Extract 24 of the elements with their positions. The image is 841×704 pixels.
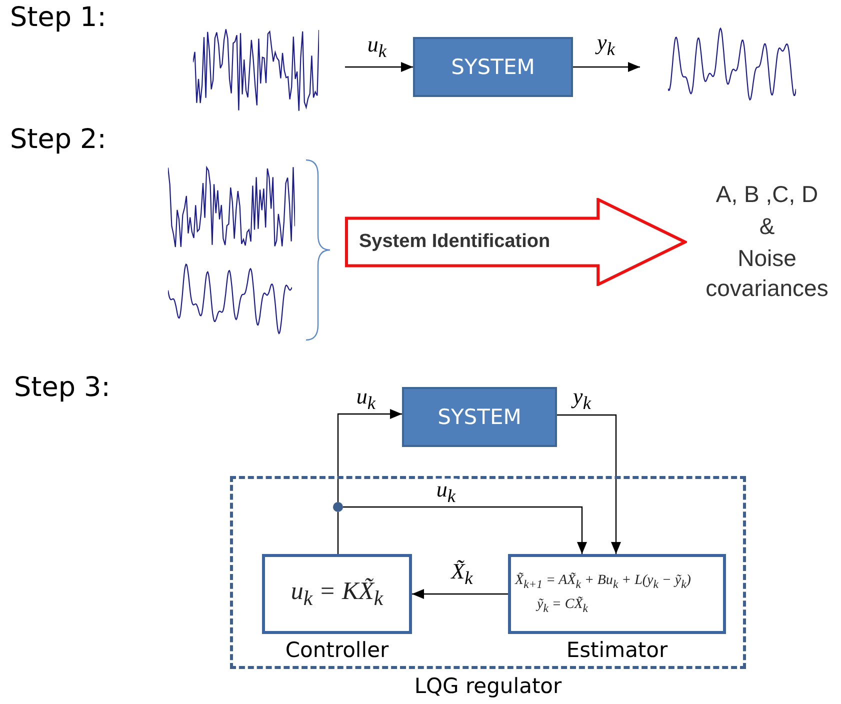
result-text: & [758,212,776,241]
connector-line [337,512,339,554]
result-text: Noise covariances [704,244,830,303]
block-arrow [345,198,687,286]
step-heading: Step 3: [14,372,110,403]
equation: ỹ$_{k}$ = CX̃$_{k}$ [534,596,589,617]
group-caption: LQG regulator [413,674,563,698]
block-caption: Controller [284,638,390,662]
system-block: SYSTEM [413,37,573,97]
arrow [343,506,587,554]
step-heading: Step 2: [10,124,106,155]
equation: u$_{k}$ = KX̃$_{k}$ [290,577,384,612]
equation: X̃$_{k+1}$ = AX̃$_{k}$ + Bu$_{k}$ + L(y$_{k}$ − ỹ$_{k}$) [515,572,692,592]
system-block: SYSTEM [402,387,557,447]
arrow [345,62,413,72]
arrow [337,409,402,502]
block-caption: Estimator [565,638,669,662]
arrow [557,414,621,554]
arrow-label: System Identification [359,231,550,253]
result-text: A, B ,C, D [714,180,820,209]
junction-dot [333,502,343,512]
arrow [412,589,508,599]
step-heading: Step 1: [10,2,106,33]
arrow [573,62,640,72]
